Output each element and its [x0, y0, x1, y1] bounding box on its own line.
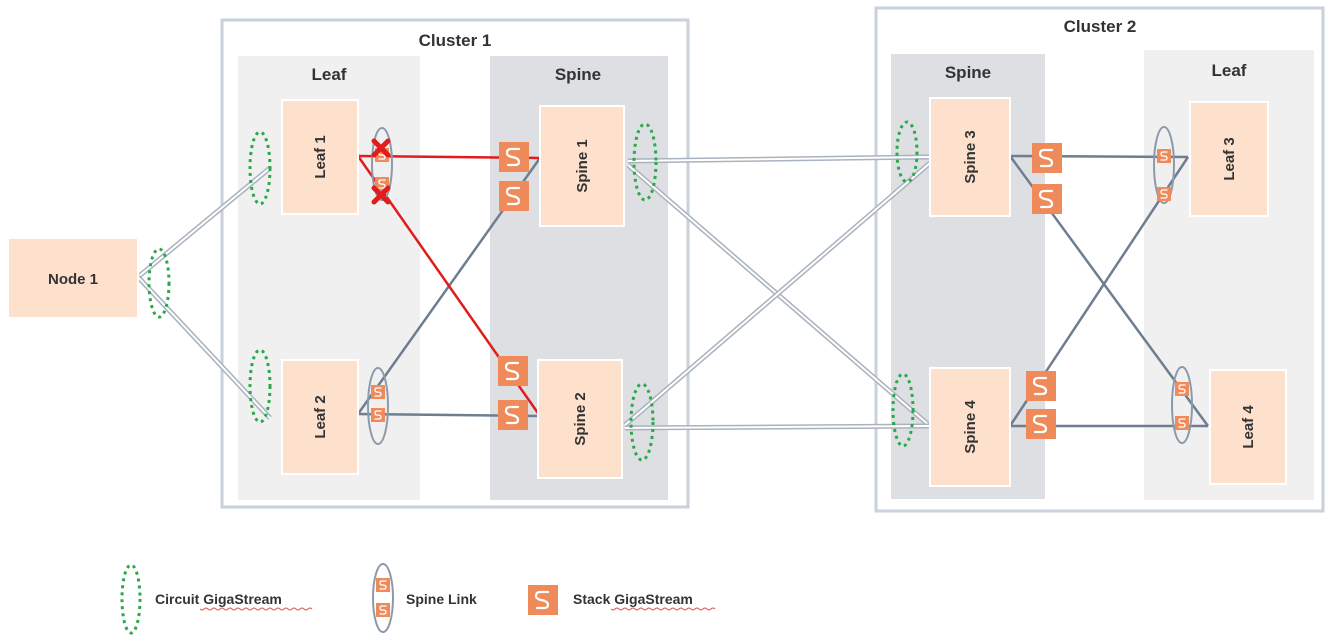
legend: Circuit GigaStream Spine Link Stack Giga… [120, 563, 716, 635]
cluster-1-spine-header: Spine [555, 65, 601, 84]
legend-circuit-icon [120, 563, 142, 635]
legend-stack-label: Stack GigaStream [573, 591, 693, 607]
leaf-4-label: Leaf 4 [1240, 405, 1257, 449]
leaf-3-label: Leaf 3 [1221, 137, 1238, 180]
spine-1-label: Spine 1 [574, 139, 591, 192]
spine-2[interactable]: Spine 2 [537, 359, 623, 479]
circuit-gigastreams [147, 120, 919, 462]
spine-3[interactable]: Spine 3 [929, 97, 1011, 217]
leaf-3[interactable]: Leaf 3 [1189, 101, 1269, 217]
spine-2-label: Spine 2 [572, 392, 589, 445]
leaf-1-label: Leaf 1 [312, 135, 329, 178]
legend-stack-icon [526, 583, 560, 617]
leaf-2[interactable]: Leaf 2 [281, 359, 359, 475]
node-1[interactable]: Node 1 [7, 237, 139, 319]
leaf-2-label: Leaf 2 [312, 395, 329, 438]
leaf-1[interactable]: Leaf 1 [281, 99, 359, 215]
cluster-2-leaf-header: Leaf [1212, 61, 1247, 80]
spine-1[interactable]: Spine 1 [539, 105, 625, 227]
cluster-1-leaf-header: Leaf [312, 65, 347, 84]
failure-x-icon [371, 138, 391, 205]
spine-link-groups [367, 126, 1193, 445]
spine-4[interactable]: Spine 4 [929, 367, 1011, 487]
circuit-links [136, 154, 932, 431]
cluster-1-title: Cluster 1 [419, 31, 492, 50]
legend-circuit-label: Circuit GigaStream [155, 591, 282, 607]
legend-spine-link-icon [372, 563, 394, 633]
legend-spine-link-label: Spine Link [406, 591, 477, 607]
spine-4-label: Spine 4 [962, 400, 979, 454]
cluster-2-title: Cluster 2 [1064, 17, 1137, 36]
spine-3-label: Spine 3 [962, 130, 979, 183]
cluster-2-spine-header: Spine [945, 63, 991, 82]
leaf-4[interactable]: Leaf 4 [1209, 369, 1287, 485]
node-1-label: Node 1 [48, 271, 98, 288]
